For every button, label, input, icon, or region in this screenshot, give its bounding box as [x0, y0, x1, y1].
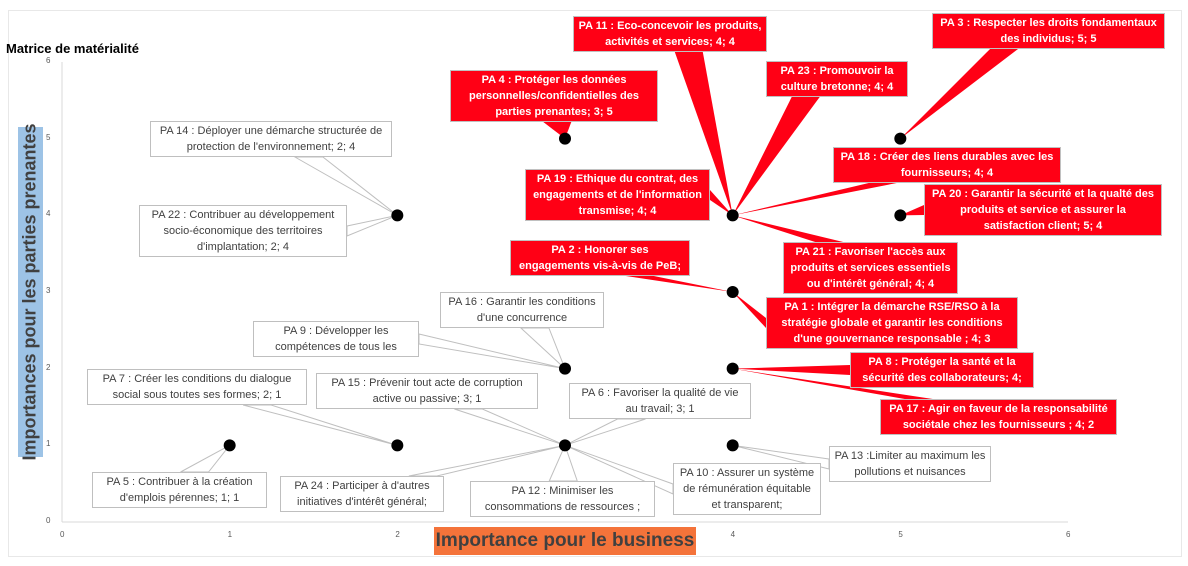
- data-point: [391, 439, 404, 452]
- data-label-pa-20: PA 20 : Garantir la sécurité et la qualt…: [924, 184, 1162, 236]
- data-label-pa-19: PA 19 : Ethique du contrat, des engageme…: [525, 169, 710, 221]
- data-label-pa-2: PA 2 : Honorer ses engagements vis-à-vis…: [510, 240, 690, 276]
- x-tick-label: 6: [1066, 530, 1071, 539]
- y-tick-label: 2: [46, 362, 51, 372]
- data-label-pa-13: PA 13 :Limiter au maximum les pollutions…: [829, 446, 991, 482]
- data-label-pa-8: PA 8 : Protéger la santé et la sécurité …: [850, 352, 1034, 388]
- pointer-pa-23: [732, 97, 820, 216]
- pointer-pa-3: [900, 49, 1019, 139]
- pointer-pa-2: [625, 276, 733, 292]
- y-axis-label: Importances pour les parties prenantes: [19, 123, 40, 461]
- x-tick-label: 4: [730, 530, 736, 539]
- x-tick-label: 2: [395, 530, 400, 539]
- pointer-pa-6: [564, 418, 646, 446]
- data-label-pa-9: PA 9 : Développer les compétences de tou…: [253, 321, 419, 357]
- pointer-pa-14: [293, 156, 398, 216]
- y-tick-label: 3: [46, 286, 51, 295]
- data-label-pa-23: PA 23 : Promouvoir la culture bretonne; …: [766, 61, 908, 97]
- x-axis-label: Importance pour le business: [434, 527, 696, 555]
- data-point: [726, 286, 739, 298]
- data-point: [559, 362, 571, 375]
- y-tick-label: 4: [46, 209, 51, 219]
- pointer-pa-22: [346, 214, 398, 237]
- data-label-pa-16: PA 16 : Garantir les conditions d'une co…: [440, 292, 604, 328]
- data-point: [391, 209, 404, 222]
- data-label-pa-4: PA 4 : Protéger les données personnelles…: [450, 70, 658, 122]
- data-label-pa-3: PA 3 : Respecter les droits fondamentaux…: [932, 13, 1165, 49]
- data-label-pa-12: PA 12 : Minimiser les consommations de r…: [470, 481, 655, 517]
- data-label-pa-11: PA 11 : Eco-concevoir les produits, acti…: [573, 16, 767, 52]
- pointer-pa-24: [408, 444, 566, 477]
- y-tick-label: 6: [46, 56, 51, 65]
- data-label-pa-14: PA 14 : Déployer une démarche structurée…: [150, 121, 392, 157]
- data-point: [223, 439, 236, 452]
- pointer-pa-17: [732, 368, 933, 399]
- pointer-pa-1: [732, 292, 766, 328]
- data-label-pa-15: PA 15 : Prévenir tout acte de corruption…: [316, 373, 538, 409]
- data-label-pa-22: PA 22 : Contribuer au développement soci…: [139, 205, 347, 257]
- pointer-pa-5: [180, 444, 231, 473]
- data-label-pa-17: PA 17 : Agir en faveur de la responsabil…: [880, 399, 1117, 435]
- pointer-pa-15: [454, 408, 566, 446]
- pointer-pa-19: [710, 190, 733, 216]
- callout-pointers: [180, 49, 1019, 495]
- pointer-pa-11: [674, 52, 733, 216]
- pointer-pa-20: [900, 205, 924, 216]
- data-point: [894, 209, 907, 222]
- y-tick-label: 5: [46, 132, 51, 142]
- y-axis-label-background: [18, 127, 43, 457]
- y-tick-label: 0: [46, 516, 51, 525]
- data-point: [726, 362, 739, 375]
- data-point: [559, 439, 571, 452]
- data-point: [894, 132, 907, 145]
- pointer-pa-18: [732, 183, 897, 216]
- data-label-pa-21: PA 21 : Favoriser l'accès aux produits e…: [783, 242, 958, 294]
- y-tick-label: 1: [46, 439, 51, 449]
- x-tick-label: 0: [60, 530, 65, 539]
- data-label-pa-24: PA 24 : Participer à d'autres initiative…: [280, 476, 444, 512]
- data-point: [726, 209, 739, 222]
- pointer-pa-21: [732, 215, 844, 242]
- data-point: [559, 132, 571, 145]
- data-point: [726, 439, 739, 452]
- chart-title: Matrice de matérialité: [6, 41, 139, 56]
- data-label-pa-18: PA 18 : Créer des liens durables avec le…: [833, 147, 1061, 183]
- pointer-pa-16: [519, 327, 566, 370]
- pointer-pa-8: [732, 365, 850, 375]
- data-label-pa-1: PA 1 : Intégrer la démarche RSE/RSO à la…: [766, 297, 1018, 349]
- data-label-pa-10: PA 10 : Assurer un système de rémunérati…: [673, 463, 821, 515]
- data-label-pa-6: PA 6 : Favoriser la qualité de vie au tr…: [569, 383, 751, 419]
- data-label-pa-5: PA 5 : Contribuer à la création d'emploi…: [92, 472, 267, 508]
- pointer-pa-9: [418, 333, 566, 370]
- x-tick-label: 1: [227, 530, 233, 539]
- data-label-pa-7: PA 7 : Créer les conditions du dialogue …: [87, 369, 307, 405]
- pointer-pa-7: [242, 404, 398, 446]
- x-tick-label: 5: [898, 530, 903, 539]
